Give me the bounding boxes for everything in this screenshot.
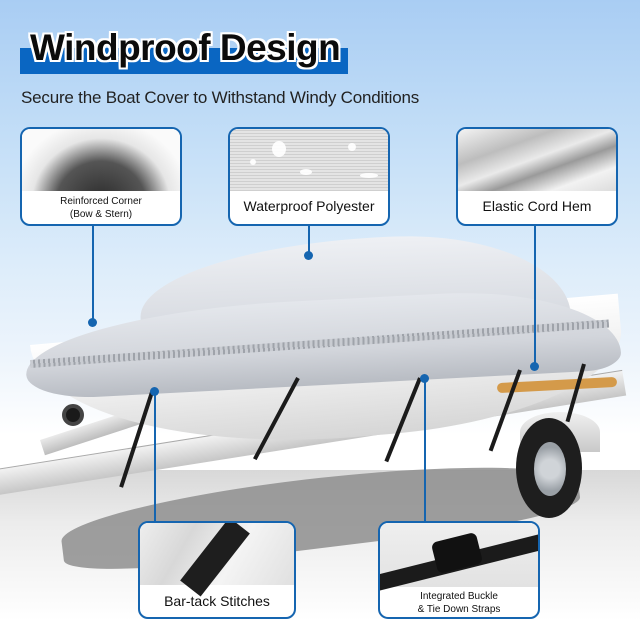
buckle-strap-photo: [380, 523, 538, 587]
callout-label: Integrated Buckle & Tie Down Straps: [380, 587, 538, 616]
water-drop: [300, 169, 312, 175]
fabric-water-drops-photo: [230, 129, 388, 191]
title-underline-bar: [20, 48, 348, 74]
trailer-wheel: [516, 418, 582, 518]
callout-label: Reinforced Corner (Bow & Stern): [22, 191, 180, 221]
callout-leader-line: [424, 378, 426, 521]
callout-label: Bar-tack Stitches: [164, 593, 270, 609]
callout-dot: [88, 318, 97, 327]
callout-reinforced-corner: Reinforced Corner (Bow & Stern): [20, 127, 182, 226]
reinforced-corner-photo: [22, 129, 180, 191]
callout-dot: [304, 251, 313, 260]
callout-dot: [530, 362, 539, 371]
water-drop: [360, 173, 378, 178]
water-drop: [272, 141, 286, 157]
callout-leader-line: [308, 226, 310, 256]
elastic-hem-photo: [458, 129, 616, 191]
callout-label-line: Reinforced Corner: [60, 196, 142, 207]
callout-label-line: Integrated Buckle: [420, 591, 498, 602]
callout-waterproof-polyester: Waterproof Polyester: [228, 127, 390, 226]
callout-label-line: & Tie Down Straps: [417, 604, 501, 615]
callout-leader-line: [154, 391, 156, 521]
page-subtitle: Secure the Boat Cover to Withstand Windy…: [21, 88, 419, 107]
callout-dot: [150, 387, 159, 396]
callout-label: Waterproof Polyester: [243, 198, 375, 214]
callout-label-line: (Bow & Stern): [69, 209, 133, 220]
trailer-winch: [62, 404, 84, 426]
water-drop: [348, 143, 356, 151]
page-title: Windproof Design: [30, 27, 341, 68]
water-drop: [250, 159, 256, 165]
callout-elastic-cord-hem: Elastic Cord Hem: [456, 127, 618, 226]
callout-integrated-buckle: Integrated Buckle & Tie Down Straps: [378, 521, 540, 619]
callout-bar-tack-stitches: Bar-tack Stitches: [138, 521, 296, 619]
callout-leader-line: [92, 226, 94, 322]
callout-label: Elastic Cord Hem: [482, 198, 592, 214]
callout-leader-line: [534, 226, 536, 366]
bar-tack-strap-photo: [140, 523, 294, 585]
callout-dot: [420, 374, 429, 383]
